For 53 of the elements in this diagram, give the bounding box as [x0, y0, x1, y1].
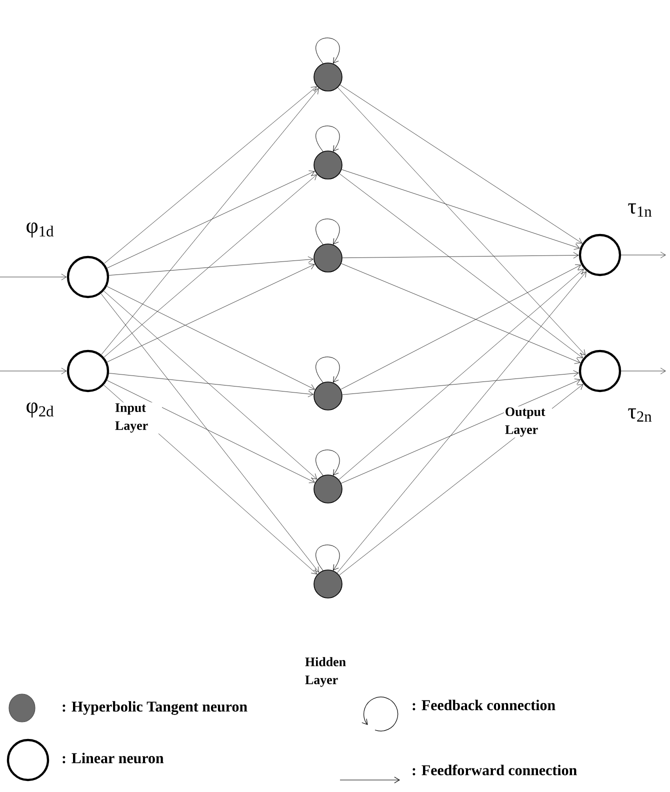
feedforward-arrow	[339, 173, 584, 358]
feedforward-arrow	[338, 268, 584, 480]
feedforward-arrow	[108, 372, 314, 398]
signal-label: τ$_{2n}$	[628, 408, 652, 422]
feedforward-arrow	[338, 87, 586, 356]
linear-neuron	[578, 350, 622, 392]
layer-label: Output Layer	[504, 406, 552, 438]
legend-text: : Hyperbolic Tangent neuron	[62, 701, 248, 715]
hidden-neuron	[314, 570, 342, 598]
layer-label: Input Layer	[114, 402, 162, 434]
feedforward-arrow	[340, 84, 582, 244]
feedforward-arrow	[108, 256, 314, 276]
feedback-loop	[316, 450, 340, 476]
feedback-loop	[316, 38, 340, 64]
feedforward-arrow	[340, 378, 580, 484]
input-arrow	[0, 274, 67, 280]
feedforward-arrow	[106, 264, 315, 362]
signal-label: τ$_{1n}$	[628, 203, 652, 217]
output-arrow	[620, 252, 666, 258]
feedback-loop	[316, 544, 340, 571]
legend-text: : Feedforward connection	[412, 764, 577, 776]
feedforward-arrow	[340, 264, 582, 390]
feedforward-arrow	[106, 286, 315, 390]
feedforward-arrow	[336, 271, 586, 574]
feedforward-arrow	[341, 263, 580, 364]
legend-text: : Feedback connection	[412, 700, 556, 710]
signal-label: φ$_{1d}$	[26, 222, 54, 238]
hidden-neuron	[314, 474, 342, 504]
feedforward-arrow	[106, 380, 315, 484]
signal-label: φ$_{2d}$	[26, 402, 54, 418]
linear-neuron	[66, 350, 110, 392]
feedforward-arrow	[100, 293, 320, 573]
hidden-neuron	[314, 244, 342, 272]
feedforward-arrow	[342, 370, 579, 395]
output-arrow	[620, 368, 666, 374]
layer-label: Hidden Layer	[304, 656, 352, 688]
hidden-neuron	[314, 62, 342, 92]
feedback-loop	[316, 356, 340, 383]
feedforward-arrow	[342, 252, 579, 259]
feedforward-arrow	[101, 88, 319, 355]
linear-neuron	[578, 234, 622, 276]
feedforward-arrow	[104, 290, 318, 480]
input-arrow	[0, 368, 67, 374]
legend-text: : Linear neuron	[62, 752, 164, 764]
hidden-neuron	[314, 150, 342, 180]
feedforward-arrow	[104, 86, 317, 264]
feedback-loop	[316, 218, 340, 245]
feedforward-arrow	[106, 170, 315, 268]
feedforward-arrow	[104, 174, 317, 358]
hidden-neuron	[314, 382, 342, 410]
linear-neuron	[66, 256, 110, 298]
feedforward-arrow	[341, 169, 580, 250]
feedback-loop	[316, 126, 340, 152]
